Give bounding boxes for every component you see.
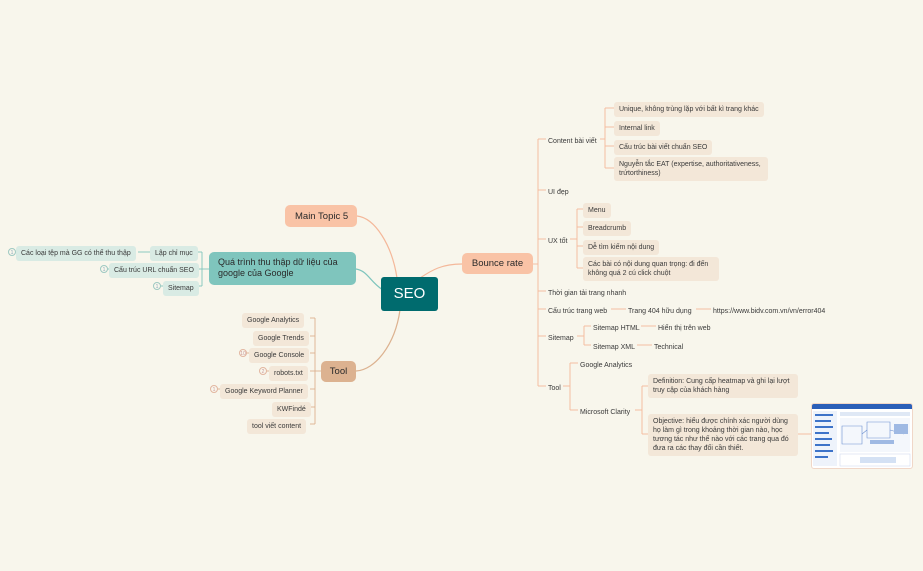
sitemap-right-node[interactable]: Sitemap xyxy=(548,335,574,342)
tool-right-google-analytics-node[interactable]: Google Analytics xyxy=(580,362,633,369)
ux-node[interactable]: UX tốt xyxy=(548,238,568,245)
tool-google-console-node[interactable]: Google Console xyxy=(249,348,310,363)
google-console-count-badge: 10 xyxy=(239,349,247,357)
tool-google-trends-node[interactable]: Google Trends xyxy=(253,331,309,346)
ux-search-node[interactable]: Dễ tìm kiếm nội dung xyxy=(583,240,660,255)
screenshot-image xyxy=(812,404,912,467)
tool-kwfinder-node[interactable]: KWFindé xyxy=(272,402,311,417)
load-time-node[interactable]: Thời gian tải trang nhanh xyxy=(548,290,627,297)
sitemap-count-badge: 1 xyxy=(153,282,161,290)
sitemap-xml-technical-node[interactable]: Technical xyxy=(654,344,684,351)
url-structure-count-badge: 1 xyxy=(100,265,108,273)
page-404-node[interactable]: Trang 404 hữu dụng xyxy=(628,308,692,315)
tool-right-node[interactable]: Tool xyxy=(548,385,561,392)
content-unique-node[interactable]: Unique, không trùng lặp với bất kì trang… xyxy=(614,102,764,117)
ux-menu-node[interactable]: Menu xyxy=(583,203,611,218)
content-seo-structure-node[interactable]: Cấu trúc bài viết chuẩn SEO xyxy=(614,140,713,155)
indexing-node[interactable]: Lập chỉ mục xyxy=(150,246,198,261)
ui-node[interactable]: UI đẹp xyxy=(548,189,569,196)
ux-breadcrumb-node[interactable]: Breadcrumb xyxy=(583,221,632,236)
tool-robots-txt-node[interactable]: robots.txt xyxy=(269,366,308,381)
tool-google-analytics-node[interactable]: Google Analytics xyxy=(242,313,305,328)
sitemap-left-node[interactable]: Sitemap xyxy=(163,281,199,296)
file-types-node[interactable]: Các loại tệp mà GG có thể thu thập xyxy=(16,246,136,261)
microsoft-clarity-node[interactable]: Microsoft Clarity xyxy=(580,409,631,416)
bounce-rate-node[interactable]: Bounce rate xyxy=(462,253,533,274)
crawl-process-node[interactable]: Quá trình thu thập dữ liệu của google củ… xyxy=(209,252,356,285)
tool-keyword-planner-node[interactable]: Google Keyword Planner xyxy=(220,384,308,399)
error404-url-node[interactable]: https://www.bidv.com.vn/vn/error404 xyxy=(713,308,826,315)
content-eat-node[interactable]: Nguyễn tắc EAT (expertise, authoritative… xyxy=(614,157,768,181)
web-structure-node[interactable]: Cấu trúc trang web xyxy=(548,308,608,315)
root-node-seo[interactable]: SEO xyxy=(381,277,438,311)
tool-left-node[interactable]: Tool xyxy=(321,361,356,382)
sitemap-html-display-node[interactable]: Hiển thị trên web xyxy=(658,325,711,332)
sitemap-html-node[interactable]: Sitemap HTML xyxy=(593,325,640,332)
ux-two-clicks-node[interactable]: Các bài có nội dung quan trọng: đi đến k… xyxy=(583,257,719,281)
file-types-count-badge: 1 xyxy=(8,248,16,256)
url-structure-node[interactable]: Cấu trúc URL chuẩn SEO xyxy=(109,263,199,278)
clarity-definition-node[interactable]: Definition: Cung cấp heatmap và ghi lại … xyxy=(648,374,798,398)
clarity-objective-node[interactable]: Objective: hiểu được chính xác người dùn… xyxy=(648,414,798,456)
keyword-planner-count-badge: 1 xyxy=(210,385,218,393)
content-node[interactable]: Content bài viết xyxy=(548,138,597,145)
tool-content-writer-node[interactable]: tool viết content xyxy=(247,419,307,434)
robots-count-badge: 2 xyxy=(259,367,267,375)
main-topic-5-node[interactable]: Main Topic 5 xyxy=(285,205,357,227)
clarity-screenshot-thumbnail[interactable] xyxy=(811,403,913,469)
sitemap-xml-node[interactable]: Sitemap XML xyxy=(593,344,636,351)
content-internal-link-node[interactable]: Internal link xyxy=(614,121,660,136)
